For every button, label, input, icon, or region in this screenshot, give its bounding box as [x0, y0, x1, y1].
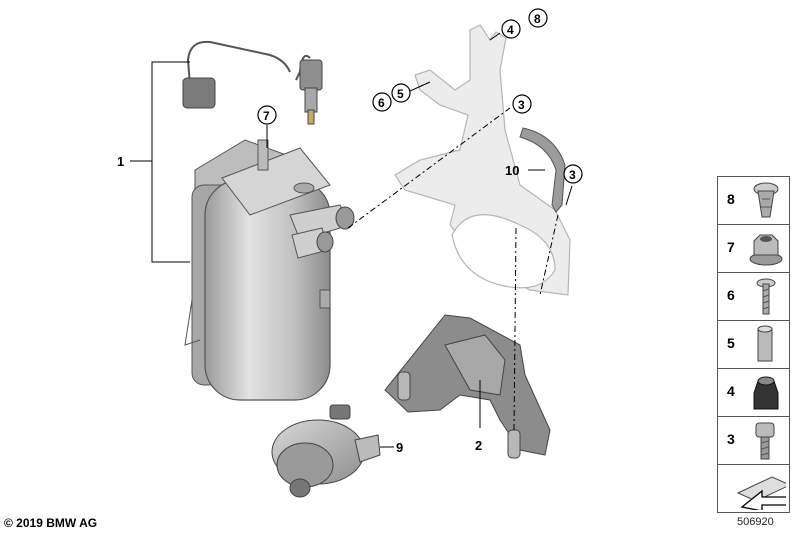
callout-8: 8: [534, 12, 541, 26]
torx-bolt-icon: [755, 422, 775, 460]
callout-4: 4: [507, 23, 514, 37]
coolant-pump: [271, 404, 381, 498]
sensor-body: [299, 59, 323, 125]
fastener-legend: 8 7 6 5 4: [717, 176, 790, 513]
clip-part-10: [519, 127, 566, 213]
mounting-bracket-upper: [394, 24, 571, 296]
rubber-grommet-nut-icon: [753, 376, 779, 410]
arrow-sheet-icon: [736, 476, 786, 510]
callout-2: 2: [475, 438, 482, 453]
legend-item-7: 7: [717, 225, 790, 273]
copyright-text: © 2019 BMW AG: [4, 516, 98, 530]
legend-label: 6: [727, 287, 735, 303]
legend-item-6: 6: [717, 273, 790, 321]
expansion-rivet-icon: [753, 182, 779, 218]
callout-9: 9: [396, 440, 403, 455]
electric-heater: [184, 139, 355, 401]
callout-3-clip: 3: [569, 168, 576, 182]
callout-7: 7: [263, 109, 270, 123]
callout-5: 5: [397, 87, 404, 101]
callout-1: 1: [117, 154, 124, 169]
legend-label: 8: [727, 191, 735, 207]
leader-lines: [130, 32, 573, 448]
image-number: 506920: [737, 516, 774, 528]
legend-item-5: 5: [717, 321, 790, 369]
legend-label: 4: [727, 383, 735, 399]
heater-pipe-fittings: [289, 204, 355, 259]
hex-nut-icon: [749, 234, 783, 266]
legend-label: 5: [727, 335, 735, 351]
callout-3-upper: 3: [518, 98, 525, 112]
legend-item-arrow: [717, 465, 790, 513]
callout-10: 10: [505, 163, 519, 178]
legend-item-4: 4: [717, 369, 790, 417]
legend-item-3: 3: [717, 417, 790, 465]
spacer-sleeve-icon: [757, 325, 773, 362]
mounting-bracket-part-2: [384, 314, 551, 459]
legend-item-8: 8: [717, 176, 790, 225]
callout-6: 6: [378, 96, 385, 110]
screw-icon: [756, 278, 776, 315]
legend-label: 3: [727, 431, 735, 447]
cable-connector: [182, 77, 216, 109]
legend-label: 7: [727, 239, 735, 255]
